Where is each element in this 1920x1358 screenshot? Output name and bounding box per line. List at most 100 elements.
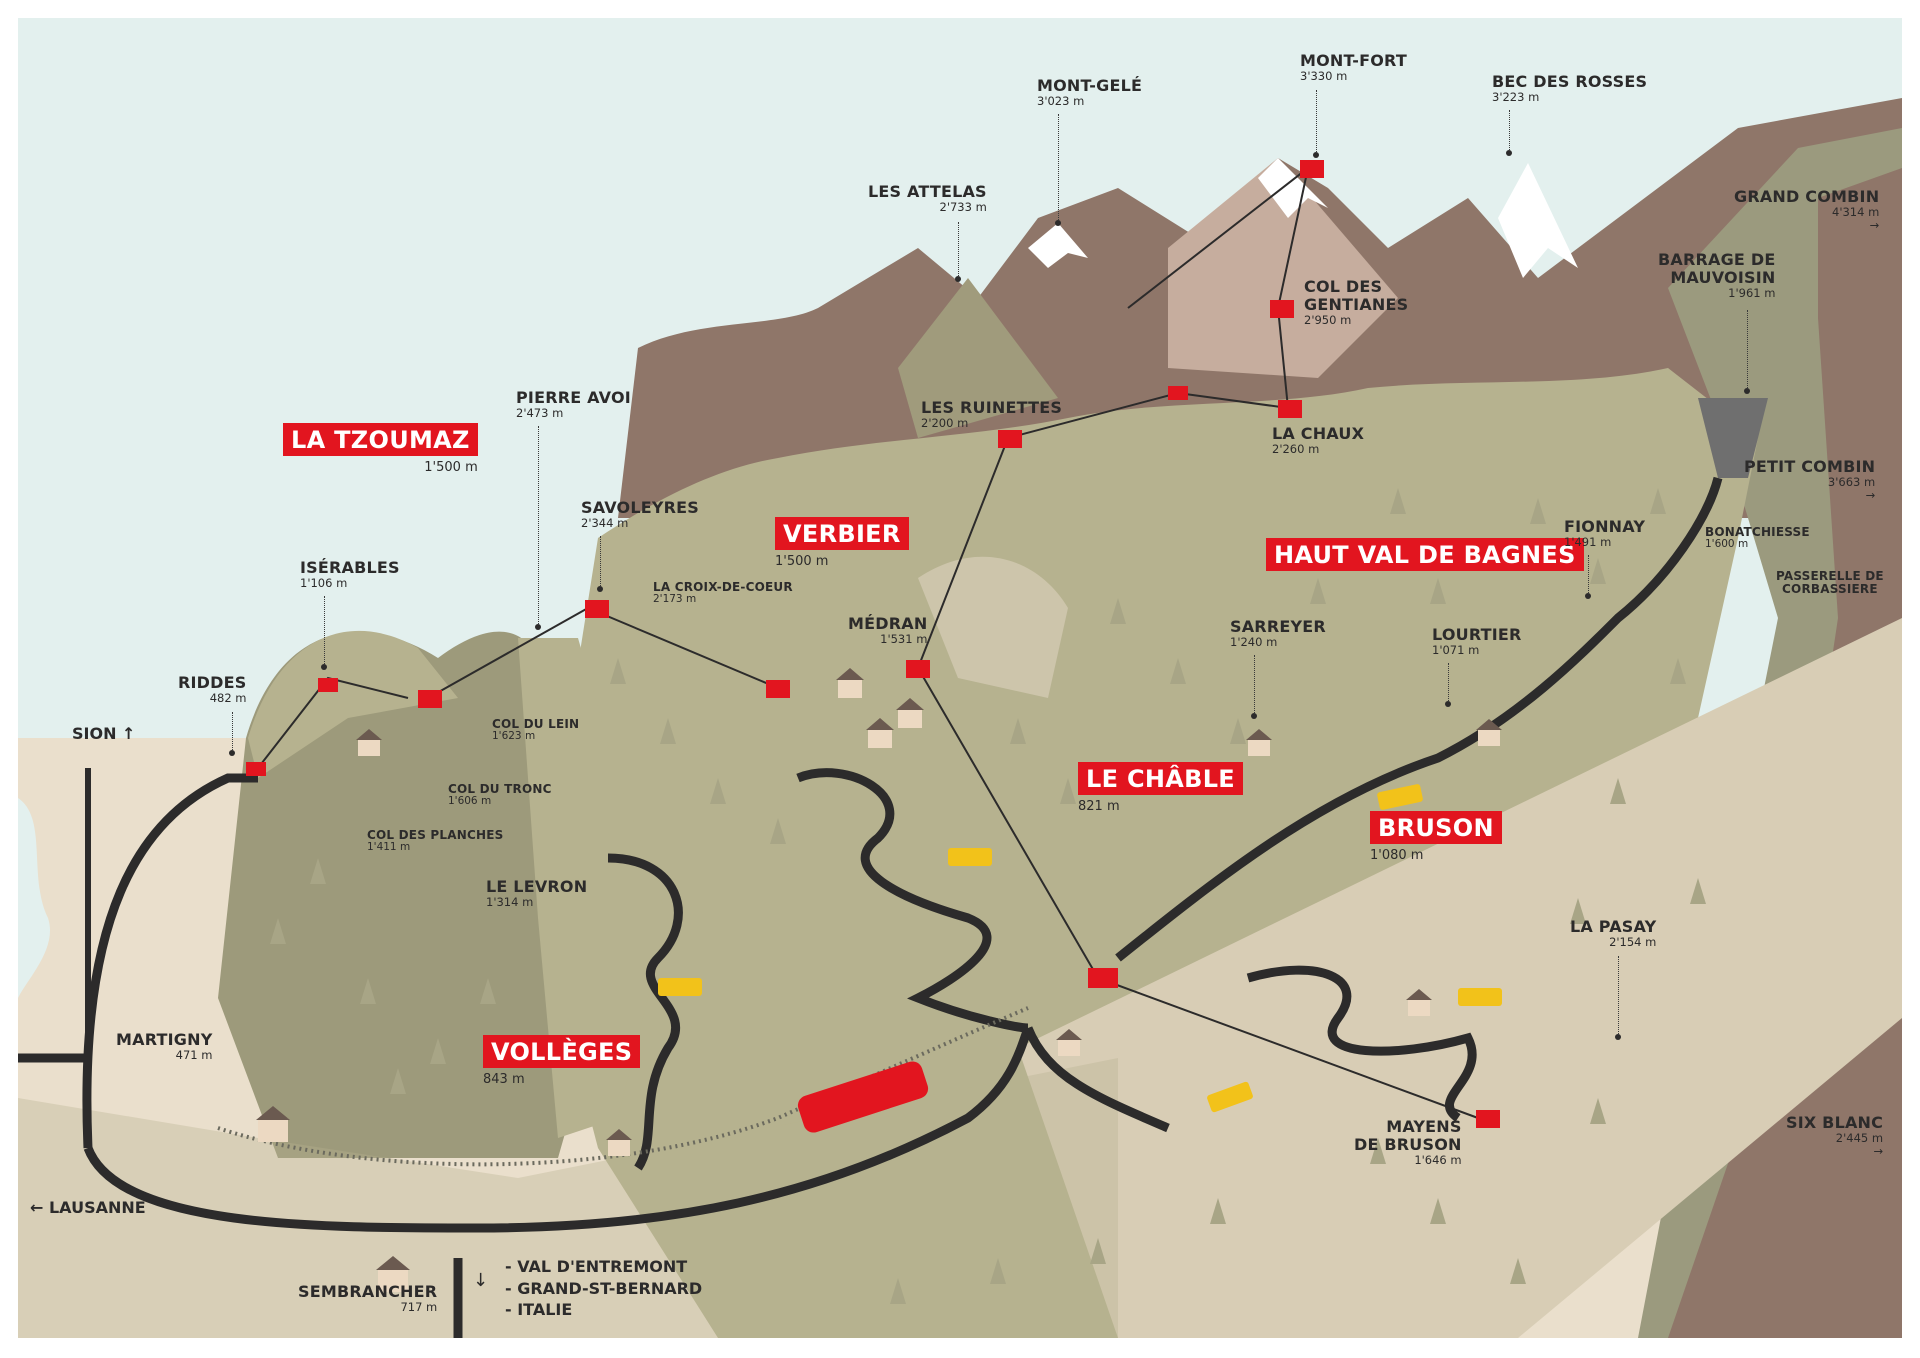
region-haut-val-de-bagnes[interactable]: HAUT VAL DE BAGNES	[1266, 538, 1584, 572]
region-le-chable-name: LE CHÂBLE	[1078, 762, 1243, 796]
label-la-croix-de-coeur: LA CROIX-DE-COEUR 2'173 m	[653, 580, 793, 606]
region-bruson[interactable]: BRUSON 1'080 m	[1370, 811, 1502, 864]
leader-mauvoisin	[1744, 310, 1750, 394]
label-riddes: RIDDES 482 m	[178, 673, 247, 705]
region-volleges[interactable]: VOLLÈGES 843 m	[483, 1035, 641, 1088]
leader-lourtier	[1445, 663, 1451, 707]
label-col-des-planches: COL DES PLANCHES 1'411 m	[367, 828, 504, 854]
direction-sion[interactable]: SION ↑	[72, 724, 136, 743]
leader-bec-des-rosses	[1506, 110, 1512, 156]
direction-val-dentremont: - VAL D'ENTREMONT	[505, 1257, 688, 1276]
label-mont-fort: MONT-FORT 3'330 m	[1300, 51, 1407, 83]
station-mont-fort	[1300, 160, 1324, 178]
region-la-tzoumaz[interactable]: LA TZOUMAZ 1'500 m	[283, 423, 478, 476]
region-bruson-alt: 1'080 m	[1370, 848, 1424, 864]
region-haut-val-de-bagnes-name: HAUT VAL DE BAGNES	[1266, 538, 1584, 572]
label-la-pasay: LA PASAY 2'154 m	[1570, 917, 1657, 949]
label-sarreyer: SARREYER 1'240 m	[1230, 617, 1326, 649]
iserables-hill	[248, 630, 458, 778]
rhone-river	[18, 798, 51, 998]
arrow-down-icon: ↓	[473, 1270, 489, 1291]
label-barrage-de-mauvoisin: BARRAGE DE MAUVOISIN 1'961 m	[1658, 250, 1776, 300]
pierre-avoi-spur	[518, 638, 668, 1138]
label-bonatchiesse: BONATCHIESSE 1'600 m	[1705, 525, 1810, 551]
leader-les-attelas	[955, 222, 961, 282]
region-volleges-name: VOLLÈGES	[483, 1035, 641, 1069]
leader-savoleyres	[597, 536, 603, 592]
region-la-tzoumaz-alt: 1'500 m	[424, 460, 478, 476]
mauvoisin-dam	[1698, 398, 1768, 478]
station-le-chable	[1088, 968, 1118, 988]
station-iserables	[318, 678, 338, 692]
station-ruinettes	[998, 430, 1022, 448]
houses	[256, 668, 1502, 1292]
buses	[658, 784, 1502, 1113]
label-sembrancher: SEMBRANCHER 717 m	[298, 1282, 438, 1314]
label-col-des-gentianes: COL DES GENTIANES 2'950 m	[1304, 277, 1409, 327]
region-la-tzoumaz-name: LA TZOUMAZ	[283, 423, 478, 457]
arrow-left-icon: ←	[30, 1198, 44, 1217]
mont-fort-snow	[1258, 158, 1328, 218]
bagnes-valley	[1018, 618, 1902, 1338]
road-martigny-chable	[83, 1026, 1033, 1233]
label-bec-des-rosses: BEC DES ROSSES 3'223 m	[1492, 72, 1648, 104]
leader-mont-gele	[1055, 114, 1061, 226]
label-le-levron: LE LEVRON 1'314 m	[486, 877, 588, 909]
leader-riddes	[229, 712, 235, 756]
mont-fort-face	[1168, 158, 1398, 378]
label-la-chaux: LA CHAUX 2'260 m	[1272, 424, 1365, 456]
label-medran: MÉDRAN 1'531 m	[848, 614, 928, 646]
label-mayens-de-bruson: MAYENS DE BRUSON 1'646 m	[1354, 1117, 1462, 1167]
mont-gele-snow	[1028, 223, 1088, 268]
road-verbier-switchbacks	[796, 768, 1029, 1033]
label-martigny: MARTIGNY 471 m	[116, 1030, 213, 1062]
region-verbier[interactable]: VERBIER 1'500 m	[775, 517, 909, 570]
cable-tzoumaz	[427, 607, 589, 699]
station-attelas	[1168, 386, 1188, 400]
ski-piste	[918, 556, 1068, 698]
direction-south[interactable]: - VAL D'ENTREMONT - GRAND-ST-BERNARD - I…	[505, 1256, 702, 1321]
label-fionnay: FIONNAY 1'491 m	[1564, 517, 1646, 549]
region-volleges-alt: 843 m	[483, 1072, 525, 1088]
label-grand-combin[interactable]: GRAND COMBIN 4'314 m →	[1734, 187, 1880, 232]
attelas-slope	[898, 278, 1058, 438]
leader-pierre-avoi	[535, 426, 541, 630]
direction-italie: - ITALIE	[505, 1300, 573, 1320]
road-to-bruson	[1023, 1026, 1170, 1133]
label-mont-gele: MONT-GELÉ 3'023 m	[1037, 76, 1143, 108]
leader-la-pasay	[1615, 956, 1621, 1040]
cable-chable-bruson	[1097, 977, 1479, 1119]
road-bruson-mayens	[1246, 965, 1477, 1122]
label-col-du-tronc: COL DU TRONC 1'606 m	[448, 782, 552, 808]
station-medran	[906, 660, 930, 678]
direction-lausanne[interactable]: ← LAUSANNE	[30, 1198, 146, 1217]
bec-des-rosses-snow	[1498, 163, 1578, 278]
station-gentianes	[1270, 300, 1294, 318]
cable-mont-fort	[1127, 165, 1310, 409]
station-la-chaux	[1278, 400, 1302, 418]
label-iserables: ISÉRABLES 1'106 m	[300, 558, 400, 590]
station-verbier	[766, 680, 790, 698]
cable-ruinettes	[917, 437, 1009, 669]
arrow-up-icon: ↑	[122, 724, 136, 743]
label-six-blanc[interactable]: SIX BLANC 2'445 m →	[1786, 1113, 1884, 1158]
station-la-tzoumaz	[418, 690, 442, 708]
label-petit-combin[interactable]: PETIT COMBIN 3'663 m →	[1744, 457, 1876, 502]
leader-sarreyer	[1251, 655, 1257, 719]
valley-band	[18, 1058, 1118, 1338]
label-passerelle-de-corbassiere[interactable]: PASSERELLE DE CORBASSIERE	[1776, 569, 1884, 597]
trees	[270, 488, 1706, 1304]
railway	[217, 1006, 1029, 1167]
region-verbier-alt: 1'500 m	[775, 554, 829, 570]
cable-savoleyres	[587, 607, 779, 689]
region-le-chable[interactable]: LE CHÂBLE 821 m	[1078, 762, 1243, 815]
road-haut-val	[1115, 476, 1723, 962]
label-pierre-avoi: PIERRE AVOI 2'473 m	[516, 388, 631, 420]
cable-medran-chable	[917, 667, 1099, 979]
red-train	[797, 1061, 929, 1133]
label-col-du-lein: COL DU LEIN 1'623 m	[492, 717, 580, 743]
label-les-attelas: LES ATTELAS 2'733 m	[868, 182, 987, 214]
leader-mont-fort	[1313, 90, 1319, 158]
region-le-chable-alt: 821 m	[1078, 799, 1120, 815]
region-verbier-name: VERBIER	[775, 517, 909, 551]
